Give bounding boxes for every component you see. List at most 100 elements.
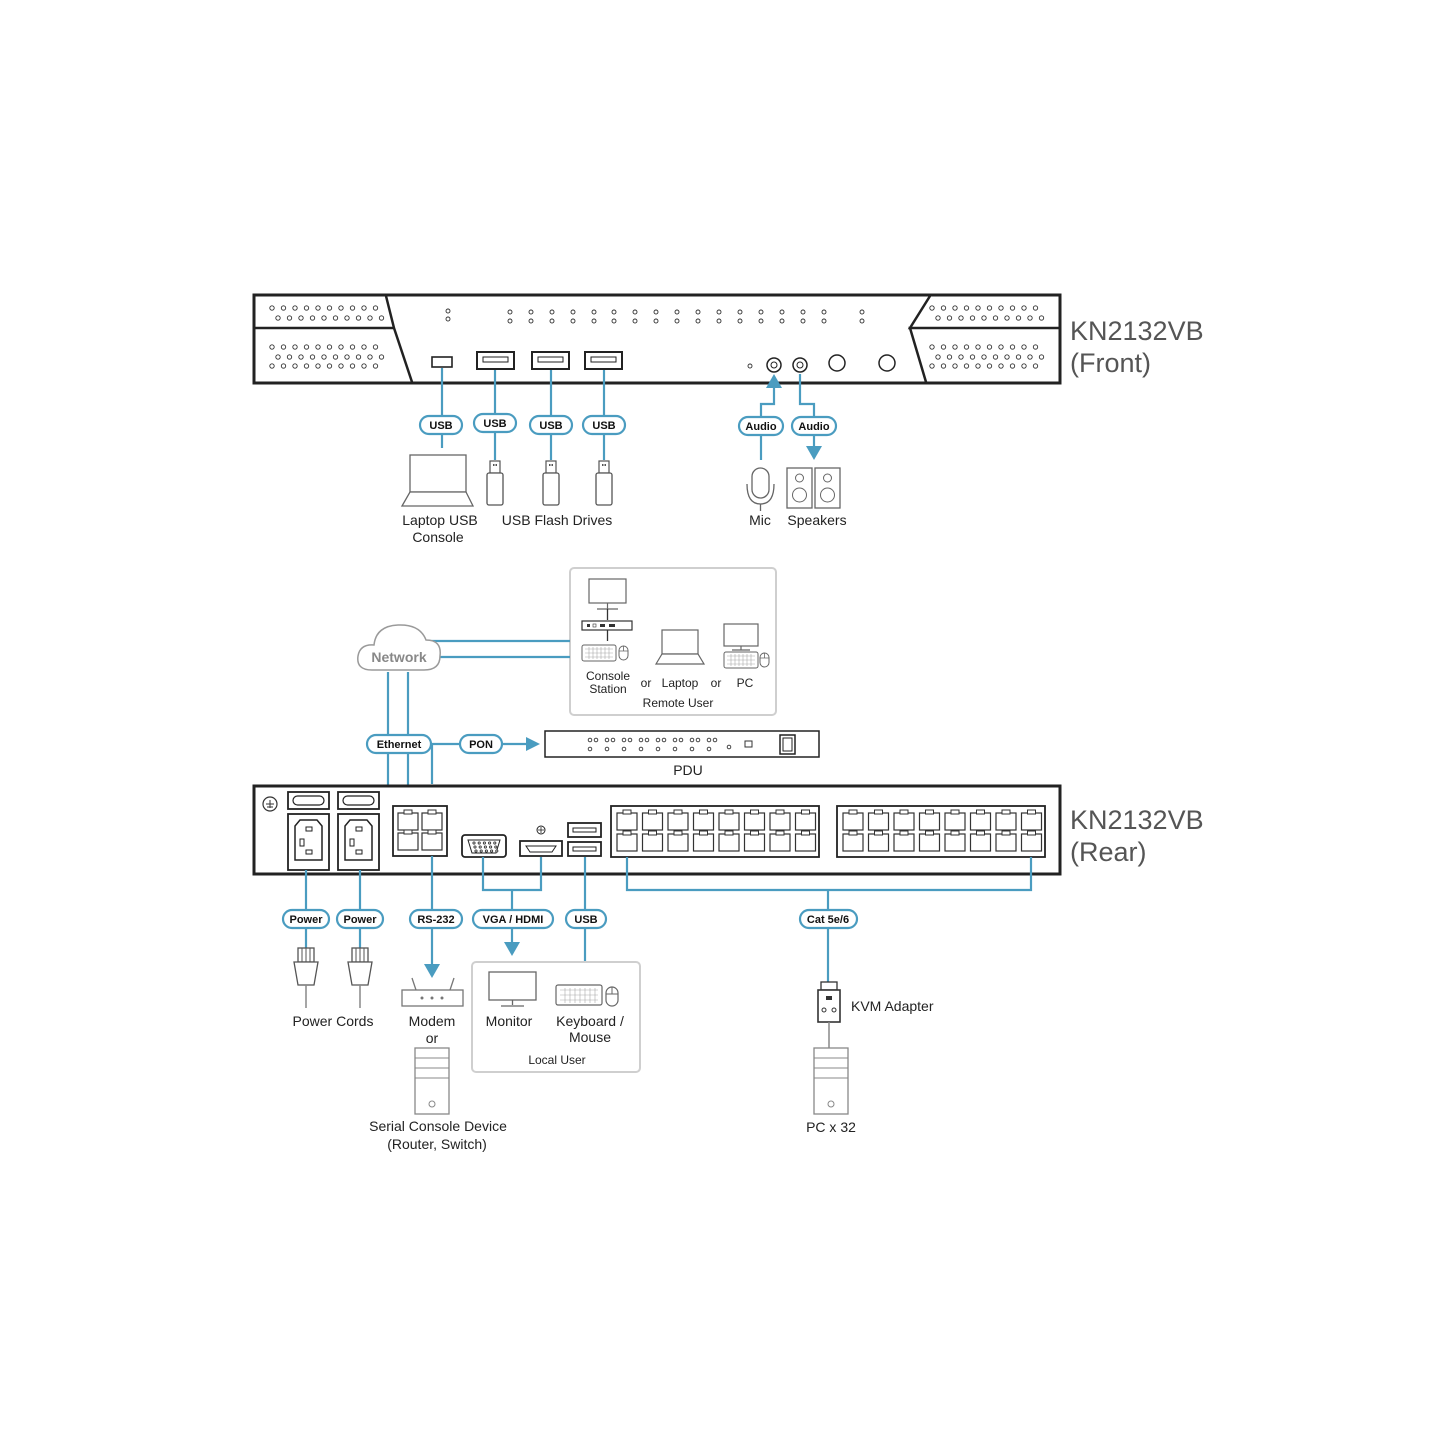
vent-hole <box>940 305 947 311</box>
svg-text:PON: PON <box>469 739 493 751</box>
vent-hole <box>929 305 935 311</box>
tag-rs232: RS-232 <box>408 908 464 930</box>
tag-pon: PON <box>458 733 504 755</box>
front-led <box>445 308 451 314</box>
pdu-led <box>627 737 633 743</box>
vent-hole <box>275 315 281 321</box>
front-title-line1: KN2132VB <box>1070 316 1204 346</box>
vent-hole <box>355 354 362 360</box>
vent-hole <box>286 315 293 321</box>
hdmi-port <box>519 825 563 857</box>
usb-port <box>584 351 623 370</box>
serial-console-device-icon <box>414 1047 450 1115</box>
power-plug-icon <box>293 947 319 1008</box>
vent-hole <box>1009 363 1016 369</box>
pdu-outlet <box>604 746 610 752</box>
serial-device-label-line1: Serial Console Device <box>369 1118 507 1134</box>
tag-audio-mic: Audio <box>737 415 785 437</box>
pdu-label: PDU <box>673 762 703 778</box>
vent-hole <box>998 363 1004 369</box>
front-right-bezel <box>907 295 1060 383</box>
microphone-icon <box>746 467 775 511</box>
mini-usb-port <box>431 356 453 368</box>
pdu-outlet <box>621 746 627 752</box>
tag-audio-speakers: Audio <box>790 415 838 437</box>
flash-drives-label: USB Flash Drives <box>502 512 612 528</box>
kvm-port <box>667 830 689 852</box>
port-led <box>611 309 617 315</box>
port-led <box>800 318 806 324</box>
or-label: or <box>711 676 722 690</box>
monitor-label: Monitor <box>486 1013 533 1029</box>
port-led <box>570 309 576 315</box>
svg-text:Power: Power <box>343 914 377 926</box>
console-station-label-line1: Console <box>586 669 630 683</box>
console-station-icon <box>581 578 633 662</box>
vent-hole <box>981 315 987 321</box>
kvm-port <box>667 809 689 831</box>
vent-hole <box>280 305 287 311</box>
or-label: or <box>641 676 652 690</box>
vent-hole <box>1021 363 1027 369</box>
front-left-bezel <box>254 295 414 383</box>
local-user-label: Local User <box>528 1053 585 1067</box>
kvm-port <box>616 830 638 852</box>
kvm-port <box>842 830 864 852</box>
pdu-outlet <box>672 746 678 752</box>
usb-flash-drive-icon <box>542 460 560 506</box>
remote-laptop-icon <box>654 629 706 665</box>
remote-laptop-label: Laptop <box>662 676 699 690</box>
port-led <box>653 309 659 315</box>
vent-hole <box>963 305 970 311</box>
tag-power-1: Power <box>281 908 331 930</box>
vent-hole <box>998 344 1004 350</box>
remote-pc-icon <box>723 623 770 669</box>
port-led <box>507 309 513 315</box>
tag-usb-flash2: USB <box>528 414 574 436</box>
pdu-outlet <box>587 746 593 752</box>
vent-hole <box>1032 305 1039 311</box>
power-button <box>878 354 896 372</box>
vent-hole <box>326 344 333 350</box>
port-led <box>632 318 638 324</box>
vent-hole <box>332 354 339 360</box>
pdu-led <box>604 737 610 743</box>
vent-hole <box>975 344 981 350</box>
kvm-port <box>641 830 664 852</box>
vent-hole <box>952 305 958 311</box>
vent-hole <box>1032 363 1039 369</box>
usb-flash-drive-icon <box>486 460 504 506</box>
port-led <box>632 309 638 315</box>
vent-hole <box>275 354 281 360</box>
kvm-port <box>794 830 817 852</box>
rear-wires <box>304 856 1033 982</box>
vga-pin <box>495 849 499 853</box>
svg-text:Power: Power <box>289 914 323 926</box>
usb-port <box>531 351 570 370</box>
vent-hole <box>292 305 298 311</box>
pdu-led <box>593 737 599 743</box>
port-led <box>821 318 827 324</box>
mouse-icon <box>605 986 619 1007</box>
vent-hole <box>280 363 287 369</box>
vga-pin <box>479 849 483 853</box>
pdu-led <box>644 737 650 743</box>
vent-hole <box>992 354 999 360</box>
svg-text:Cat 5e/6: Cat 5e/6 <box>807 914 849 926</box>
port-led <box>549 318 555 324</box>
power-cords-label: Power Cords <box>293 1013 374 1029</box>
vga-port <box>461 834 507 858</box>
pdu-outlet <box>638 746 644 752</box>
vent-hole <box>338 344 344 350</box>
kvm-port <box>944 809 966 831</box>
vent-hole <box>975 305 981 311</box>
power-switch <box>337 791 380 810</box>
vent-hole <box>975 363 981 369</box>
vent-hole <box>1009 305 1016 311</box>
pdu-led <box>661 737 667 743</box>
vga-pin <box>483 845 487 849</box>
vent-hole <box>1027 354 1033 360</box>
vga-pin <box>484 849 488 853</box>
vent-hole <box>981 354 987 360</box>
